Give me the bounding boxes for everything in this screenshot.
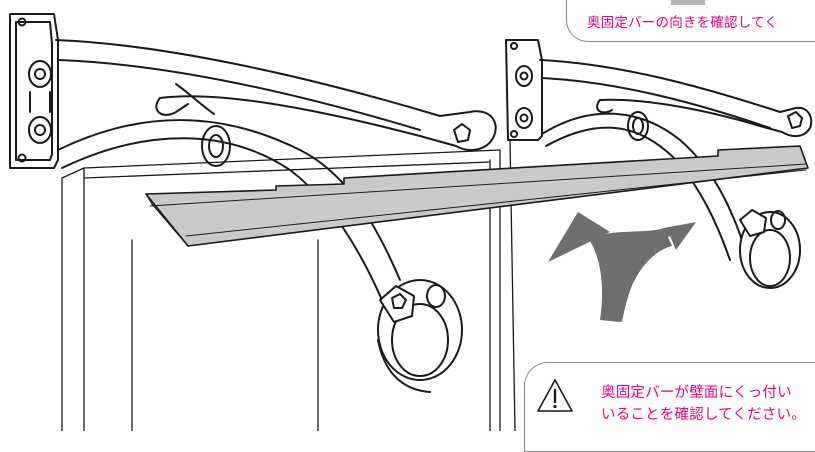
installation-diagram: 奥固定バーの向きを確認してく 奥固定バーが壁面にくっ付い いることを確認してくだ… xyxy=(9,0,815,452)
callout-top: 奥固定バーの向きを確認してく xyxy=(566,0,815,42)
left-wall-plate xyxy=(9,13,59,169)
back-fixing-bar xyxy=(145,145,809,247)
callout-top-text: 奥固定バーの向きを確認してく xyxy=(587,15,778,31)
right-wall-plate xyxy=(505,39,543,141)
callout-bottom-line2: いることを確認してください。 xyxy=(601,407,806,423)
rotation-arrow-body xyxy=(588,228,672,322)
callout-tab xyxy=(671,0,705,5)
warning-triangle-icon xyxy=(537,379,573,412)
right-bracket-arm xyxy=(539,59,813,289)
diagram-canvas xyxy=(9,13,813,432)
callout-bottom-line1: 奥固定バーが壁面にくっ付い xyxy=(601,385,792,401)
callout-bottom: 奥固定バーが壁面にくっ付い いることを確認してください。 xyxy=(524,362,815,452)
rotation-arrow-head xyxy=(548,212,610,262)
